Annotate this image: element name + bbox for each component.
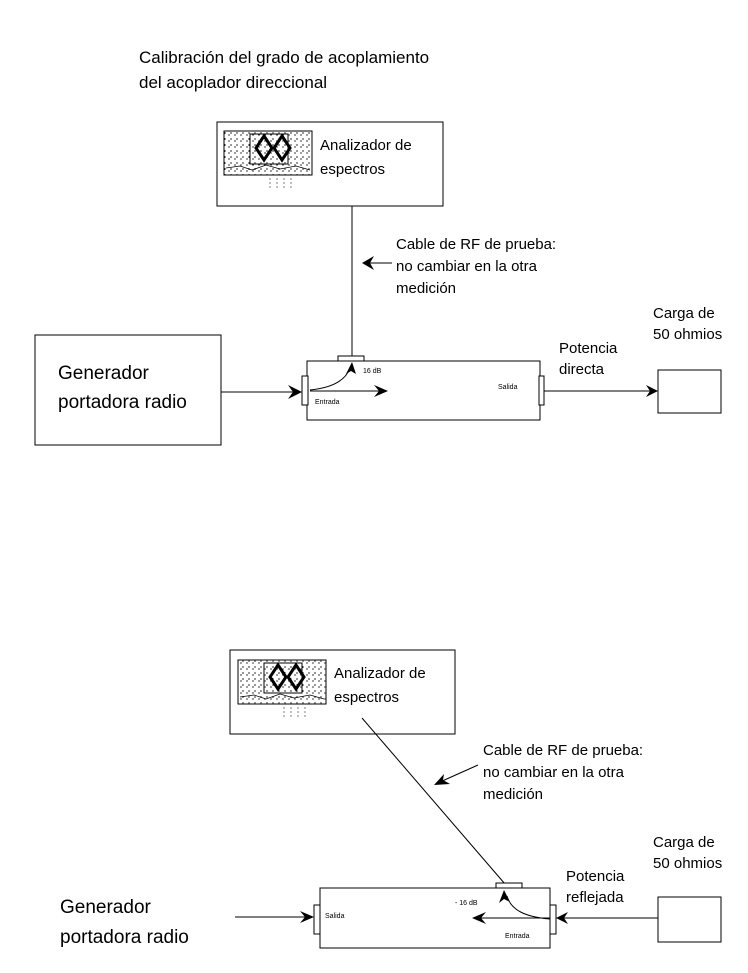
- generator-label-bottom-line1: Generador: [60, 897, 151, 918]
- cable-note-bottom-line1: Cable de RF de prueba:: [483, 742, 644, 759]
- diagram-title-line2: del acoplador direccional: [139, 73, 328, 92]
- reflected-arrow-bottom: [556, 912, 658, 924]
- port-label-output-bottom: Salida: [325, 913, 345, 920]
- cable-note-top-line3: medición: [396, 280, 457, 297]
- coupler-port-input-top: [301, 375, 309, 406]
- power-label-top-line1: Potencia: [559, 340, 618, 357]
- cable-note-arrow-bottom: [434, 764, 479, 785]
- power-label-top-line2: directa: [559, 361, 605, 378]
- generator-box-top: [34, 334, 222, 446]
- coupler-port-coupled-bottom: [495, 882, 523, 889]
- coupling-value-bottom: - 16 dB: [455, 900, 478, 907]
- input-arrow-top: [221, 385, 302, 399]
- power-label-bottom-line1: Potencia: [566, 868, 625, 885]
- spectrum-analyzer-icon: [223, 130, 313, 188]
- cable-note-bottom-line3: medición: [483, 786, 544, 803]
- load-box-top: [657, 369, 722, 414]
- load-box-bottom: [657, 896, 722, 943]
- port-label-input-top: Entrada: [315, 399, 340, 406]
- analyzer-label-bottom-line1: Analizador de: [334, 665, 426, 682]
- through-path-arrow-top: [310, 385, 388, 397]
- coupler-port-output-bottom: [313, 904, 321, 935]
- coupling-value-top: 16 dB: [363, 368, 382, 375]
- cable-note-bottom-line2: no cambiar en la otra: [483, 764, 624, 781]
- cable-note-top-line1: Cable de RF de prueba:: [396, 236, 557, 253]
- generator-label-top-line1: Generador: [58, 363, 149, 384]
- diagram-title-line1: Calibración del grado de acoplamiento: [139, 48, 430, 67]
- input-arrow-bottom: [235, 911, 314, 923]
- power-label-bottom-line2: reflejada: [566, 889, 624, 906]
- output-arrow-top: [544, 385, 658, 397]
- load-label-bottom-line1: Carga de: [653, 834, 715, 851]
- spectrum-analyzer-icon: [237, 659, 327, 717]
- port-label-input-bottom: Entrada: [505, 933, 530, 940]
- cable-note-top-line2: no cambiar en la otra: [396, 258, 537, 275]
- generator-label-bottom-line2: portadora radio: [60, 927, 189, 948]
- coupler-port-coupled-top: [337, 355, 365, 362]
- analyzer-label-top-line1: Analizador de: [320, 137, 412, 154]
- coupler-port-output-top: [538, 375, 545, 406]
- analyzer-label-top-line2: espectros: [320, 161, 386, 178]
- generator-label-top-line2: portadora radio: [58, 392, 187, 413]
- load-label-top-line1: Carga de: [653, 305, 715, 322]
- coupled-path-arrow-top: [309, 362, 356, 391]
- load-label-top-line2: 50 ohmios: [653, 326, 723, 343]
- rf-cable-bottom: [361, 717, 506, 885]
- through-path-arrow-bottom: [472, 912, 550, 924]
- cable-note-arrow-top: [362, 256, 392, 270]
- coupler-port-input-bottom: [549, 904, 557, 935]
- analyzer-label-bottom-line2: espectros: [334, 689, 400, 706]
- port-label-output-top: Salida: [498, 384, 518, 391]
- load-label-bottom-line2: 50 ohmios: [653, 855, 723, 872]
